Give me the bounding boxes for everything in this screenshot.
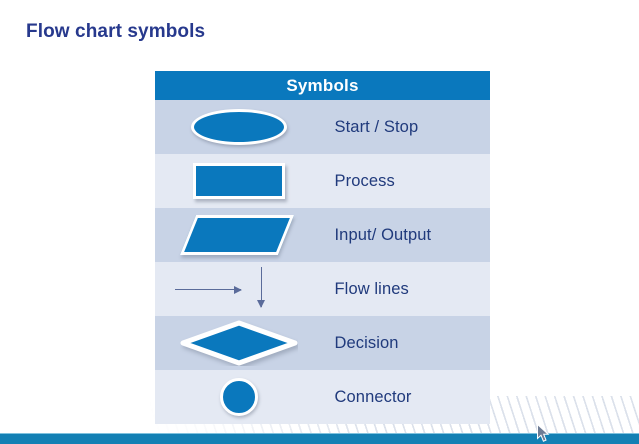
circle-shape-icon	[219, 378, 258, 416]
table-row: Connector	[155, 370, 490, 424]
symbol-label-input-output: Input/ Output	[322, 208, 490, 262]
oval-shape-icon	[190, 109, 287, 145]
symbol-label-start-stop: Start / Stop	[322, 100, 490, 154]
symbol-label-connector: Connector	[322, 370, 490, 424]
flow-chart-symbols-table: Symbols Start / Stop Process	[155, 71, 490, 424]
table-header-row: Symbols	[155, 71, 490, 100]
symbol-cell-parallelogram	[155, 208, 323, 262]
table-row: Decision	[155, 316, 490, 370]
page-title: Flow chart symbols	[26, 21, 206, 42]
table-row: Start / Stop	[155, 100, 490, 154]
bottom-accent-bar	[0, 433, 639, 444]
symbol-label-decision: Decision	[322, 316, 490, 370]
diamond-shape-icon	[180, 320, 298, 366]
table-row: Flow lines	[155, 262, 490, 316]
table-row: Input/ Output	[155, 208, 490, 262]
arrow-lines-shape-icon	[174, 267, 303, 311]
symbol-cell-circle	[155, 370, 323, 424]
symbol-cell-rectangle	[155, 154, 323, 208]
rectangle-shape-icon	[192, 163, 285, 199]
table-row: Process	[155, 154, 490, 208]
parallelogram-shape-icon	[179, 215, 294, 255]
symbol-cell-flow-lines	[155, 262, 323, 316]
symbol-label-flow-lines: Flow lines	[322, 262, 490, 316]
symbol-cell-diamond	[155, 316, 323, 370]
symbol-label-process: Process	[322, 154, 490, 208]
table-header-symbols: Symbols	[155, 71, 490, 100]
arrow-down-icon	[257, 267, 266, 308]
arrow-right-icon	[174, 285, 242, 294]
symbol-cell-oval	[155, 100, 323, 154]
